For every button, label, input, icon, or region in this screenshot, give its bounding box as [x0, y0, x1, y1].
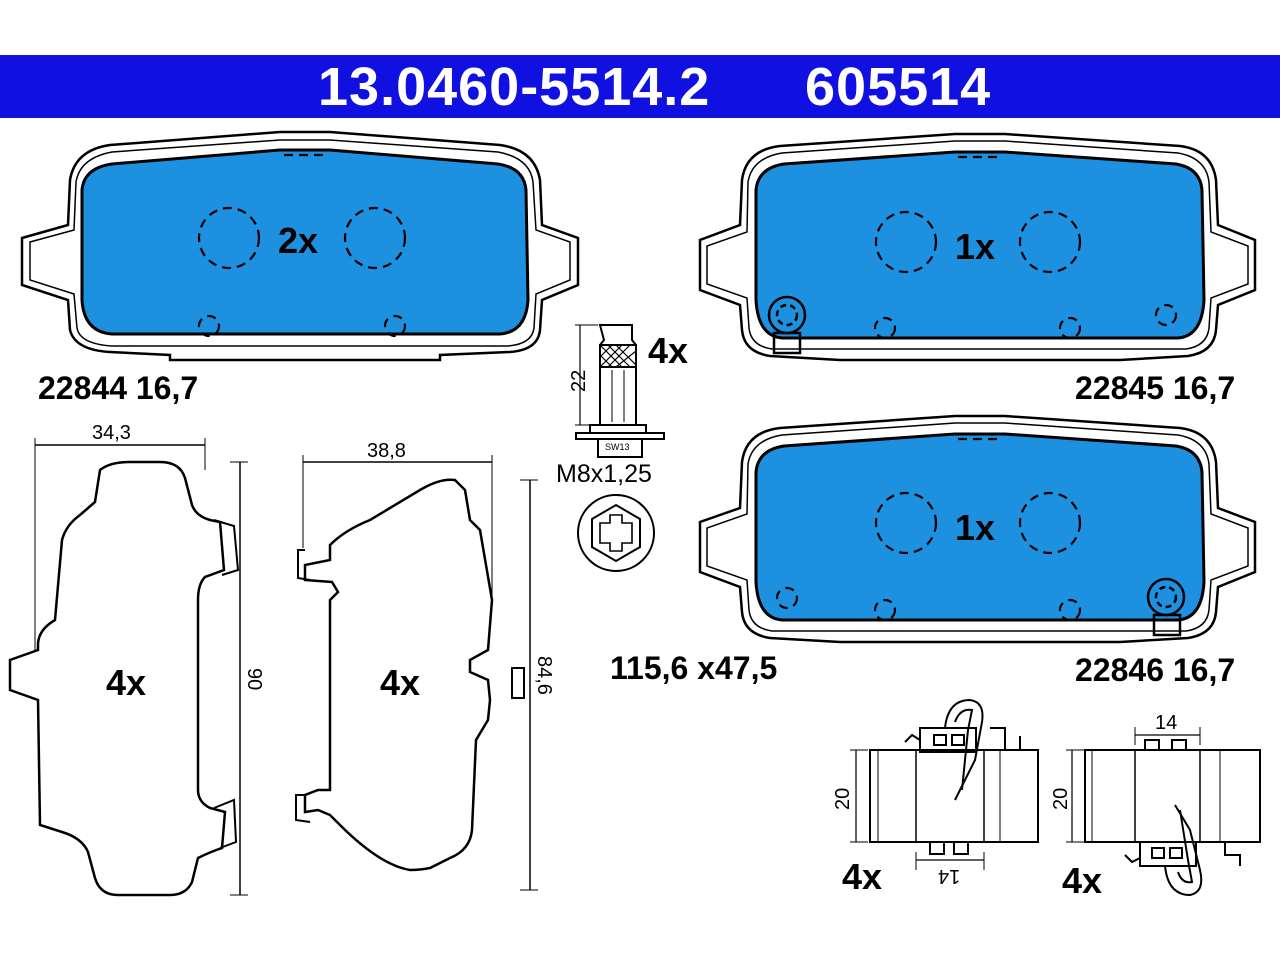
shim-2-width: 38,8 [367, 440, 406, 462]
bolt [575, 324, 665, 572]
clip-2-height: 20 [1050, 787, 1072, 810]
clip-1-quantity: 4x [842, 856, 883, 897]
bolt-wrench-size: SW13 [605, 442, 630, 452]
pad-2-wva: 22845 16,7 [1075, 370, 1235, 407]
header-bar: 13.0460-5514.2 605514 [0, 55, 1280, 118]
shim-1-quantity: 4x [106, 662, 147, 703]
pad-1-thickness: 16,7 [135, 370, 199, 406]
pad-1-wva-number: 22844 [38, 370, 127, 406]
pad-1-wva: 22844 16,7 [38, 370, 198, 407]
part-number: 13.0460-5514.2 [318, 57, 711, 117]
pad-2-thickness: 16,7 [1172, 370, 1236, 406]
clip-1 [850, 698, 1039, 870]
pad-3-wva: 22846 16,7 [1075, 652, 1235, 689]
pad-3-thickness: 16,7 [1172, 652, 1236, 688]
bolt-length: 22 [568, 369, 590, 392]
clip-2-width: 14 [1155, 712, 1178, 734]
article-number: 605514 [805, 57, 992, 117]
shim-2-quantity: 4x [380, 662, 421, 703]
bolt-thread: M8x1,25 [556, 460, 652, 488]
pad-3-quantity: 1x [955, 507, 996, 548]
pad-dimensions: 115,6 x47,5 [610, 650, 778, 686]
pad-2-wva-number: 22845 [1075, 370, 1164, 406]
bolt-quantity: 4x [648, 330, 689, 371]
brake-pad-1 [20, 130, 580, 362]
clip-2 [1066, 727, 1261, 897]
clip-1-width: 14 [938, 865, 961, 887]
shim-1-height: 90 [243, 668, 265, 691]
pad-2-quantity: 1x [955, 226, 996, 267]
shim-1 [8, 438, 248, 897]
brake-pad-2 [698, 132, 1257, 362]
clip-2-quantity: 4x [1062, 860, 1103, 901]
brake-pad-3 [698, 414, 1257, 644]
clip-1-height: 20 [832, 787, 854, 810]
shim-2-height: 84,6 [533, 656, 555, 695]
shim-1-width: 34,3 [92, 422, 131, 444]
shim-2 [295, 455, 538, 891]
pad-3-wva-number: 22846 [1075, 652, 1164, 688]
pad-1-quantity: 2x [278, 220, 319, 261]
